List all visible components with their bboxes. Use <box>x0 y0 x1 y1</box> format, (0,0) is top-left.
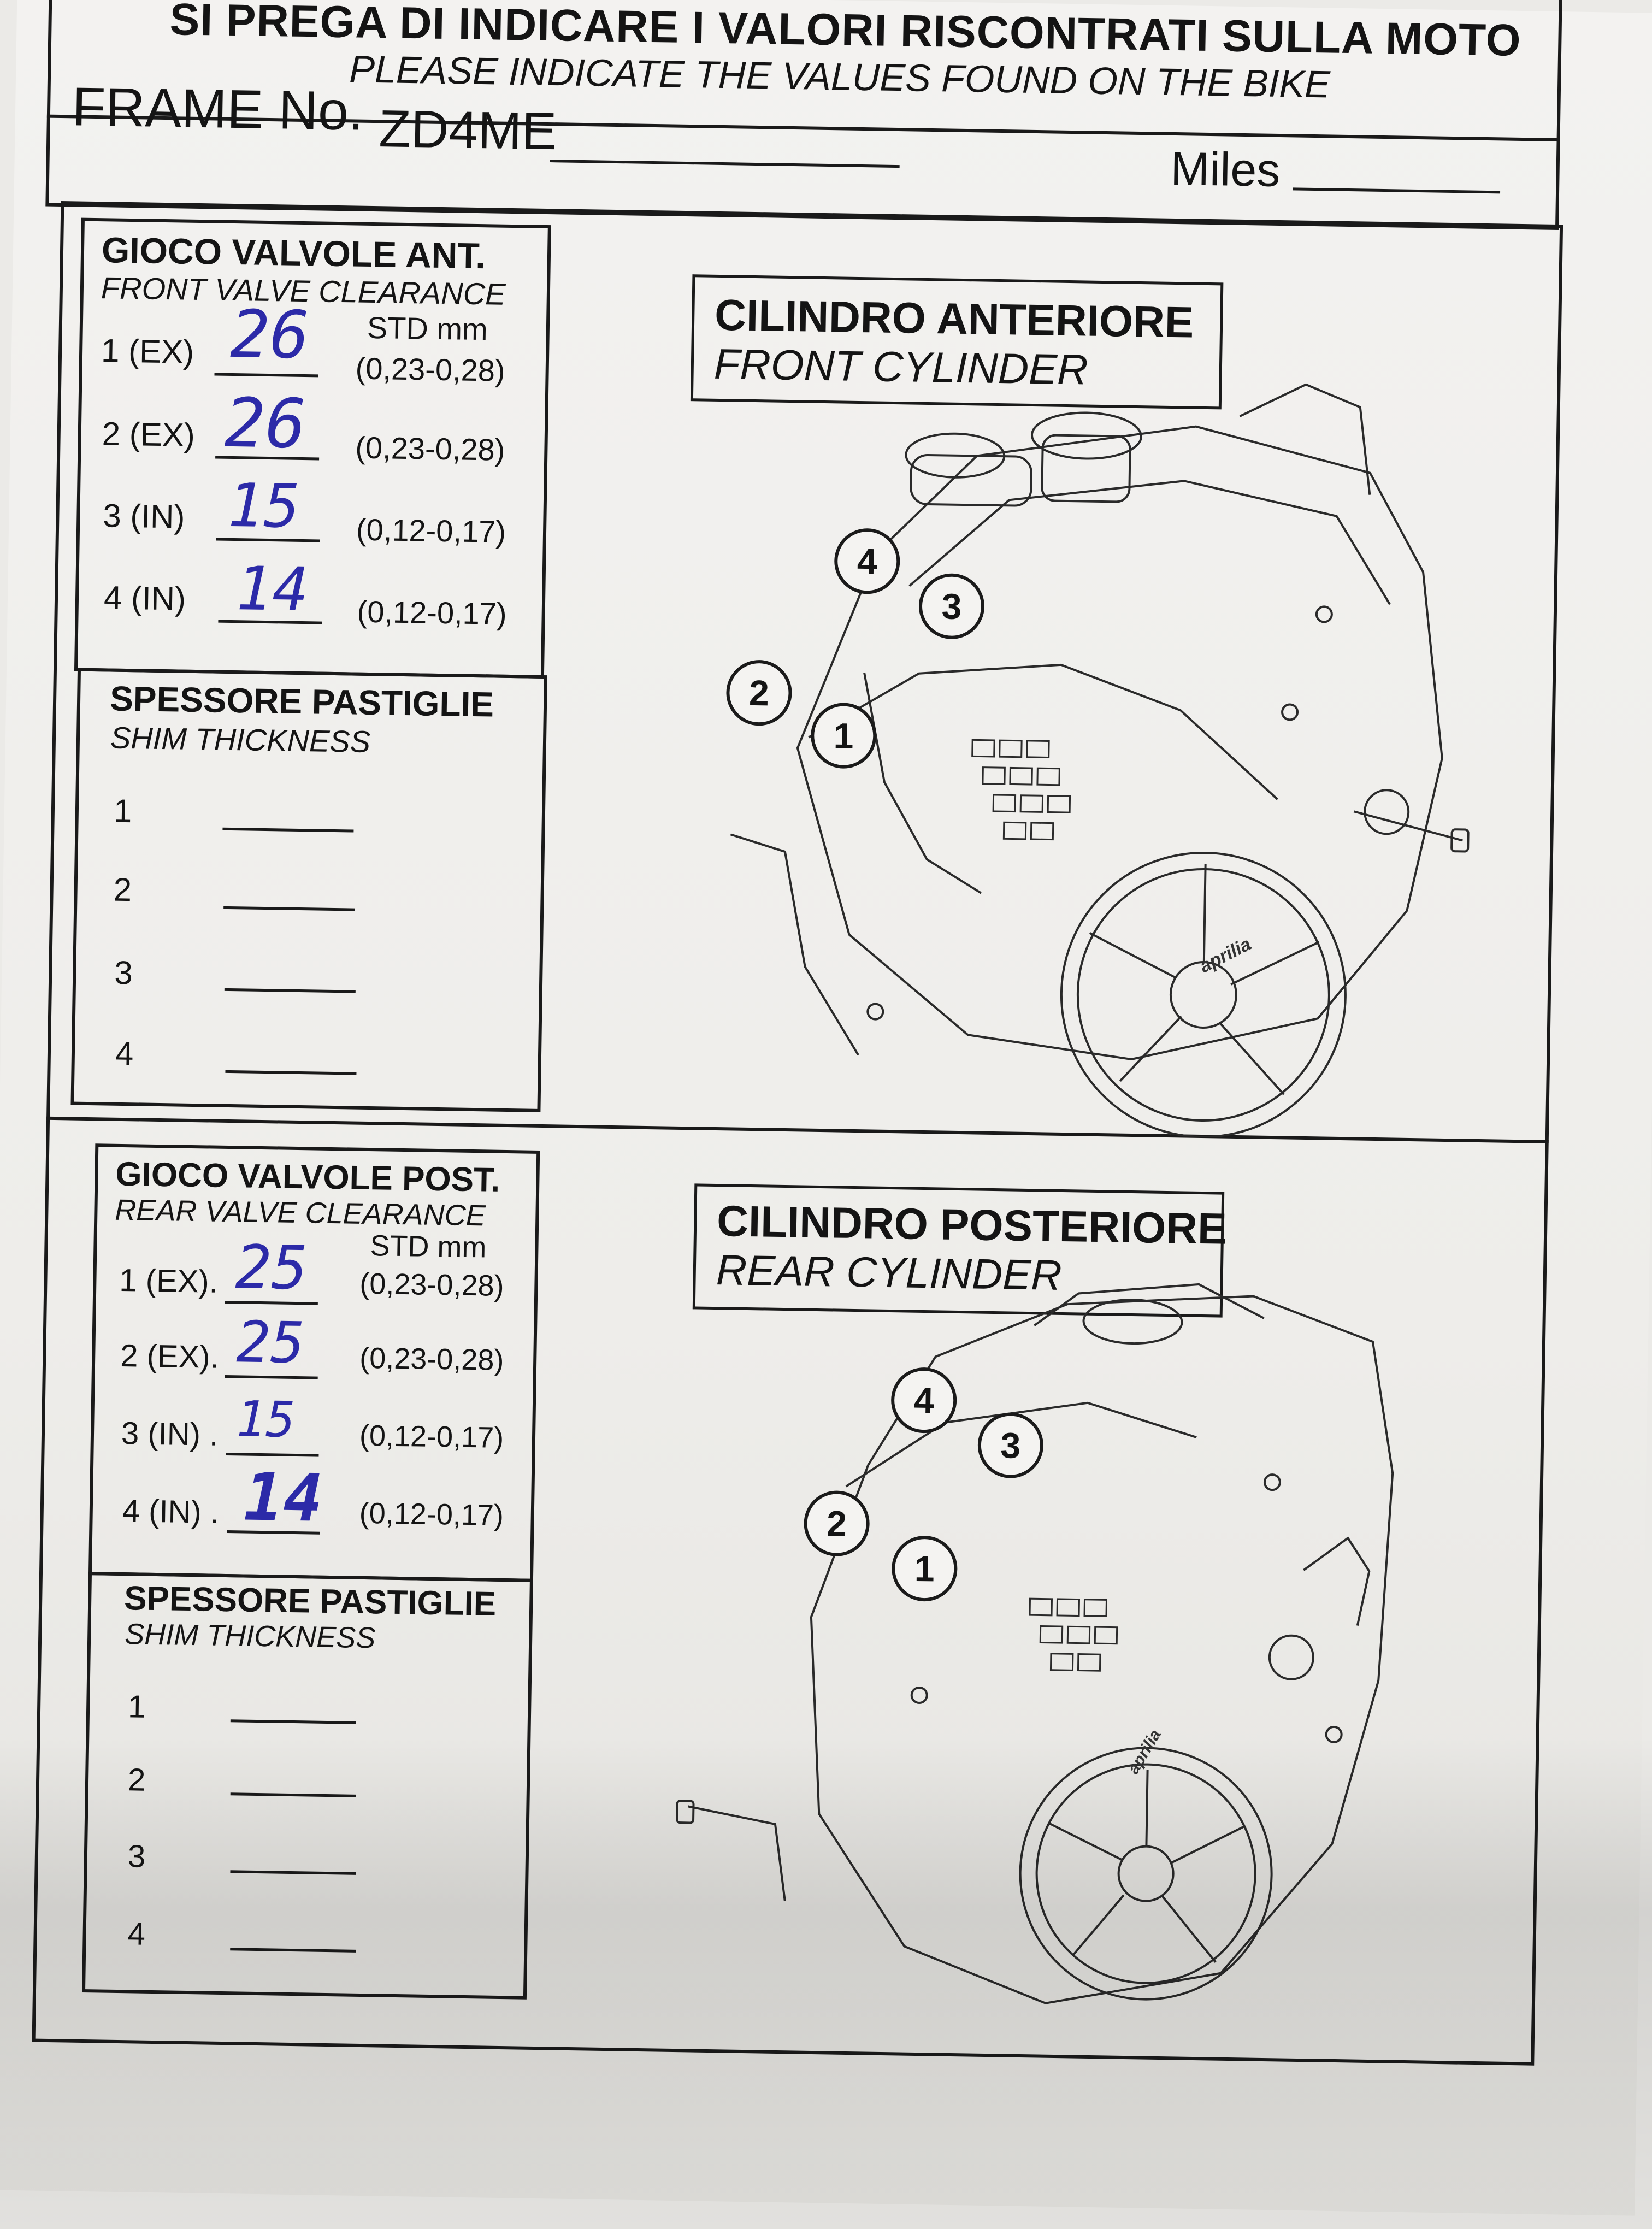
rear-shim-4: 4 <box>127 1916 146 1952</box>
front-row-4-std: (0,12-0,17) <box>357 594 508 631</box>
front-row-2-label: 2 (EX) <box>102 415 196 453</box>
rear-row-2-std: (0,23-0,28) <box>359 1341 504 1377</box>
rear-row-1-label: 1 (EX). <box>119 1262 219 1300</box>
front-engine-drawing: aprilia <box>730 383 1470 1139</box>
rear-row-2-label: 2 (EX). <box>120 1337 220 1375</box>
front-row-4-value[interactable]: 14 <box>235 553 309 625</box>
rear-shim-title-en: SHIM THICKNESS <box>124 1618 376 1655</box>
rear-shim-title-it: SPESSORE PASTIGLIE <box>123 1579 497 1623</box>
rear-shim-2: 2 <box>127 1762 146 1798</box>
rear-title-en: REAR VALVE CLEARANCE <box>114 1193 486 1233</box>
front-row-3-value[interactable]: 15 <box>227 470 301 541</box>
front-std-label: STD mm <box>367 310 488 347</box>
rear-shim-3: 3 <box>127 1838 146 1874</box>
front-row-2-value[interactable]: 26 <box>223 384 307 464</box>
rear-title-it: GIOCO VALVOLE POST. <box>115 1155 500 1199</box>
rear-row-1-std: (0,23-0,28) <box>359 1267 504 1302</box>
front-title-it: GIOCO VALVOLE ANT. <box>101 229 486 276</box>
frame-label: FRAME No. <box>72 76 364 142</box>
front-row-1-value[interactable]: 26 <box>229 296 310 374</box>
rear-row-4-label: 4 (IN) . <box>122 1493 220 1530</box>
front-row-3-label: 3 (IN) <box>102 497 185 535</box>
front-shim-2: 2 <box>113 871 132 909</box>
rear-brand-logo: aprilia <box>1124 1726 1165 1777</box>
front-shim-4: 4 <box>115 1035 134 1072</box>
front-shim-1: 1 <box>113 792 132 830</box>
rear-row-1-value[interactable]: 25 <box>234 1232 309 1304</box>
front-shim-title-en: SHIM THICKNESS <box>110 720 371 759</box>
rear-row-4-value[interactable]: 14 <box>243 1459 323 1537</box>
front-row-4-label: 4 (IN) <box>103 579 186 617</box>
rear-row-2-value[interactable]: 25 <box>235 1308 305 1377</box>
rear-engine-drawing: aprilia <box>676 1283 1394 2004</box>
rear-std-label: STD mm <box>370 1229 487 1264</box>
front-row-3-std: (0,12-0,17) <box>356 512 506 549</box>
rear-shim-1: 1 <box>127 1689 146 1725</box>
rear-row-3-label: 3 (IN) . <box>121 1416 219 1453</box>
front-shim-title-it: SPESSORE PASTIGLIE <box>109 679 494 724</box>
rear-row-3-value[interactable]: 15 <box>235 1390 296 1449</box>
front-row-1-std: (0,23-0,28) <box>355 351 506 388</box>
front-row-2-std: (0,23-0,28) <box>355 430 505 467</box>
rear-row-4-std: (0,12-0,17) <box>359 1496 504 1532</box>
miles-label: Miles <box>1170 142 1281 197</box>
rear-row-3-std: (0,12-0,17) <box>359 1419 504 1454</box>
front-shim-3: 3 <box>114 954 133 992</box>
frame-value: ZD4ME <box>378 99 557 161</box>
front-row-1-label: 1 (EX) <box>101 332 194 370</box>
